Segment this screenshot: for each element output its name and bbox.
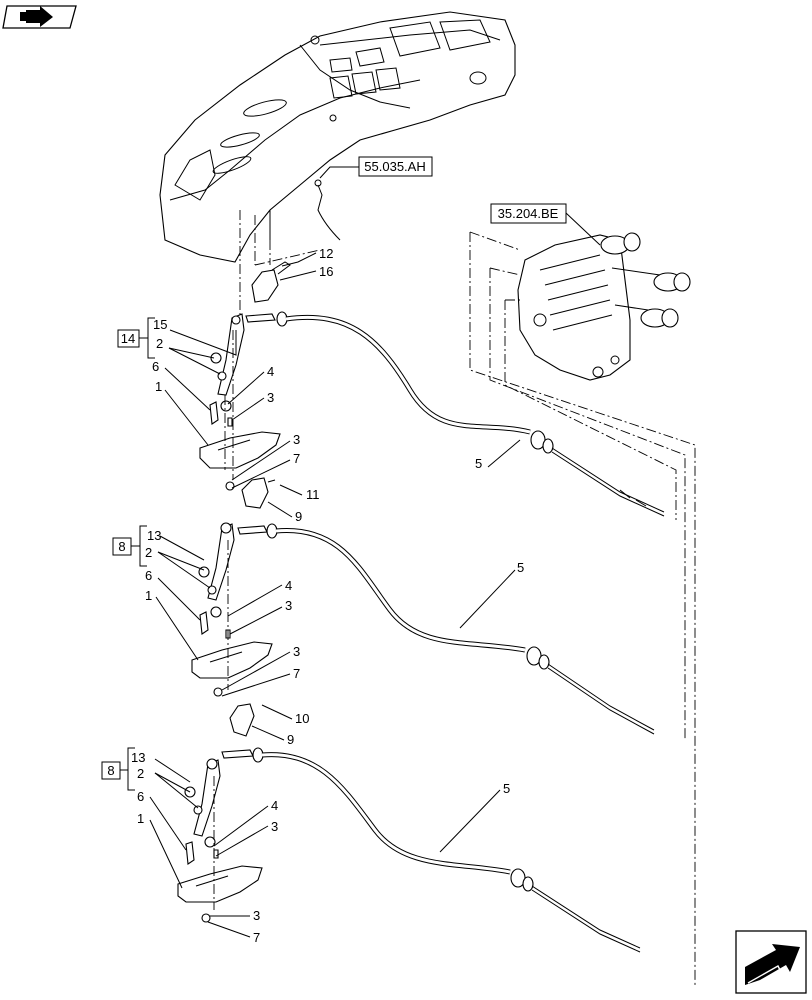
callout-11[interactable]: 11 xyxy=(306,487,320,502)
callout-2[interactable]: 2 xyxy=(137,766,144,781)
callout-13[interactable]: 13 xyxy=(131,750,145,765)
callout-12[interactable]: 12 xyxy=(319,246,333,261)
callout-3[interactable]: 3 xyxy=(267,390,274,405)
callout-2[interactable]: 2 xyxy=(156,336,163,351)
callout-6[interactable]: 6 xyxy=(152,359,159,374)
callout-1[interactable]: 1 xyxy=(155,379,162,394)
callout-3[interactable]: 3 xyxy=(271,819,278,834)
cable-bottom xyxy=(261,752,641,953)
group-bracket-bottom xyxy=(101,747,135,791)
callout-labels: 12 16 15 2 6 1 4 3 3 7 11 9 5 13 2 6 1 4… xyxy=(131,246,524,945)
group-label-middle[interactable]: 8 xyxy=(118,539,125,554)
callout-1[interactable]: 1 xyxy=(145,588,152,603)
callout-5[interactable]: 5 xyxy=(475,456,482,471)
callout-5[interactable]: 5 xyxy=(503,781,510,796)
group-bracket-middle xyxy=(112,525,147,567)
callout-10[interactable]: 10 xyxy=(295,711,309,726)
callout-6[interactable]: 6 xyxy=(145,568,152,583)
callout-16[interactable]: 16 xyxy=(319,264,333,279)
fender-console xyxy=(159,11,516,263)
reference-label-valve[interactable]: 35.204.BE xyxy=(498,206,559,221)
control-valve xyxy=(517,232,691,381)
group-label-top[interactable]: 14 xyxy=(121,331,135,346)
book-back-arrow-icon[interactable] xyxy=(2,5,77,29)
group-bracket-top xyxy=(117,317,155,359)
cable-middle xyxy=(275,527,655,735)
reference-label-top[interactable]: 55.035.AH xyxy=(364,159,425,174)
callout-9[interactable]: 9 xyxy=(295,509,302,524)
callout-4[interactable]: 4 xyxy=(285,578,292,593)
callout-3[interactable]: 3 xyxy=(253,908,260,923)
leader-lines xyxy=(149,252,521,938)
callout-9[interactable]: 9 xyxy=(287,732,294,747)
lever-assembly-bottom xyxy=(177,747,264,923)
callout-6[interactable]: 6 xyxy=(137,789,144,804)
callout-15[interactable]: 15 xyxy=(153,317,167,332)
callout-1[interactable]: 1 xyxy=(137,811,144,826)
next-page-arrow-icon[interactable] xyxy=(735,930,807,994)
callout-7[interactable]: 7 xyxy=(253,930,260,945)
callout-4[interactable]: 4 xyxy=(271,798,278,813)
callout-3[interactable]: 3 xyxy=(285,598,292,613)
callout-5[interactable]: 5 xyxy=(517,560,524,575)
callout-4[interactable]: 4 xyxy=(267,364,274,379)
callout-3[interactable]: 3 xyxy=(293,644,300,659)
callout-2[interactable]: 2 xyxy=(145,545,152,560)
callout-7[interactable]: 7 xyxy=(293,666,300,681)
cable-top xyxy=(285,315,665,517)
callout-3[interactable]: 3 xyxy=(293,432,300,447)
callout-13[interactable]: 13 xyxy=(147,528,161,543)
group-label-bottom[interactable]: 8 xyxy=(107,763,114,778)
callout-7[interactable]: 7 xyxy=(293,451,300,466)
lever-assembly-middle xyxy=(191,522,278,737)
